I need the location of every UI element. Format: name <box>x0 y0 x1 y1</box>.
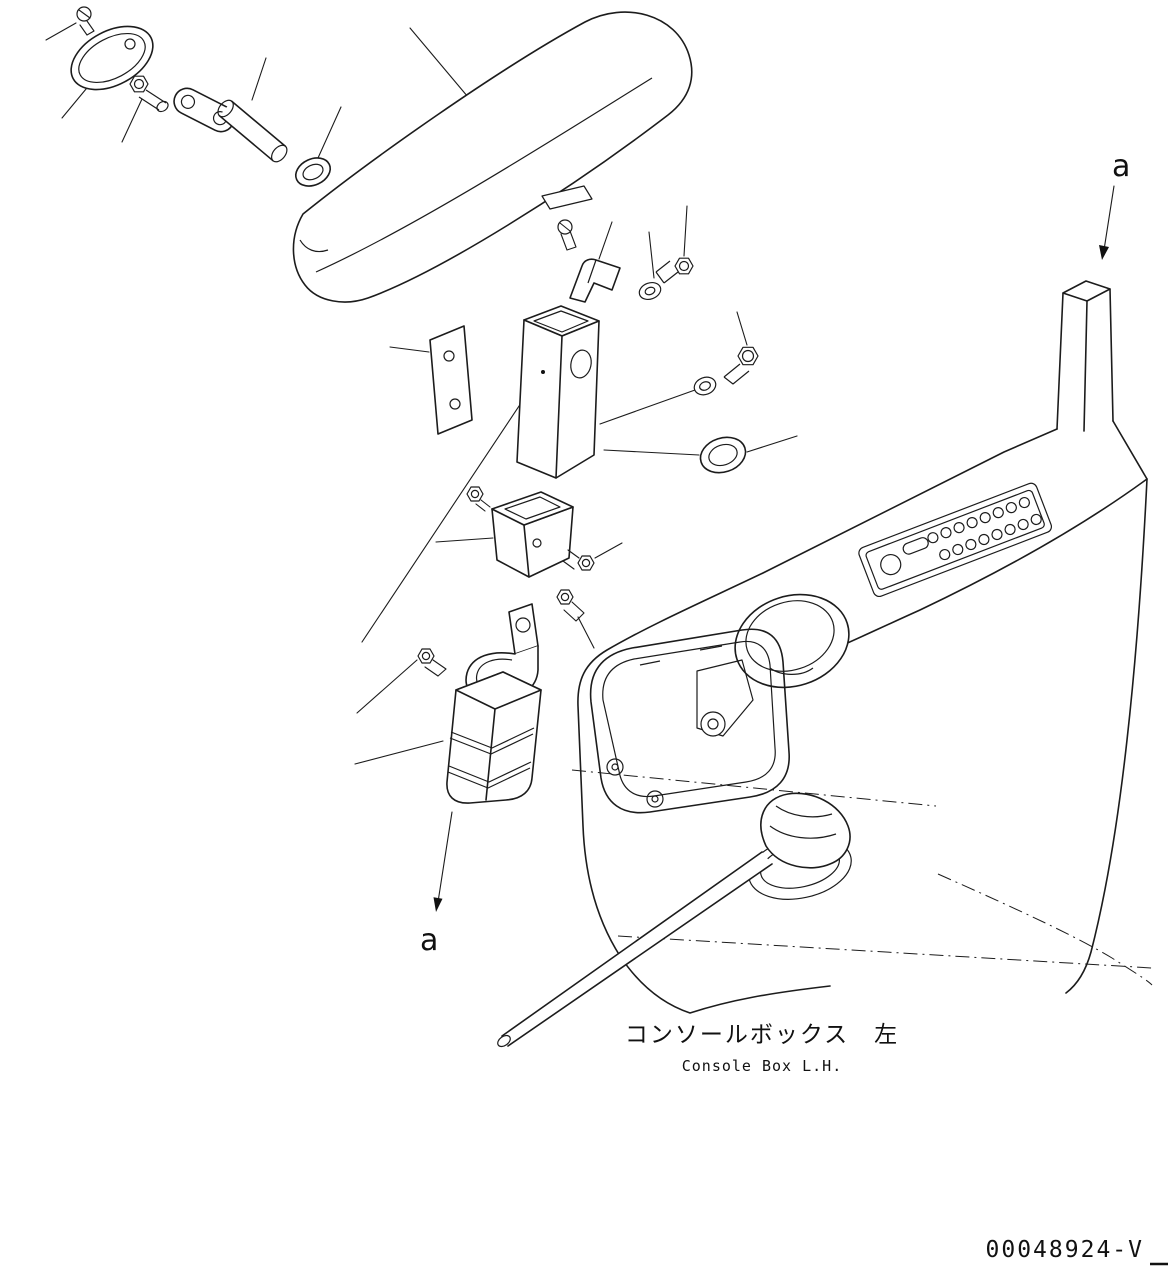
hinge-pin-part <box>217 99 288 163</box>
slide-stack-part <box>446 671 542 804</box>
caption-block: コンソールボックス 左 Console Box L.H. <box>625 1022 899 1075</box>
lever-boot <box>748 792 852 900</box>
part-number: 00048924-V <box>986 1237 1144 1263</box>
washer-ring-part <box>294 157 332 187</box>
caption-japanese: コンソールボックス 左 <box>625 1022 899 1048</box>
spring-clip-part <box>569 258 621 303</box>
detail-arrow-bottom: a <box>420 811 453 958</box>
side-washer-part <box>693 376 717 396</box>
panel-buttons-row-2 <box>939 513 1042 561</box>
leader-lines <box>45 22 798 765</box>
armrest-pad-part <box>292 11 693 303</box>
console-post <box>1056 280 1114 432</box>
hatch-recess <box>589 628 790 814</box>
detail-marker-top-label: a <box>1112 149 1130 184</box>
exploded-parts <box>70 6 759 804</box>
socket-bracket-part <box>466 486 595 578</box>
clip-washer-part <box>638 281 662 301</box>
detail-marker-bottom-label: a <box>420 923 438 958</box>
side-bolt-part <box>723 346 759 385</box>
cap-bolt-part <box>129 75 169 113</box>
panel-buttons-row-1 <box>927 496 1030 544</box>
center-lines <box>571 769 1153 986</box>
detail-arrow-top: a <box>1099 149 1130 260</box>
end-cap-part <box>70 6 154 91</box>
large-ring-part <box>699 436 747 474</box>
caption-english: Console Box L.H. <box>682 1057 843 1075</box>
console-box <box>497 280 1153 1048</box>
mount-plate-part <box>429 325 473 435</box>
part-number-block: 00048924-V <box>986 1237 1168 1266</box>
console-outline <box>577 420 1148 1014</box>
lower-screw-part <box>556 589 585 622</box>
control-rod <box>497 851 773 1048</box>
dial-knob <box>734 593 850 689</box>
pivot-post-part <box>516 305 600 479</box>
shim-plate-part <box>541 185 593 251</box>
clip-bolt-part <box>655 257 694 284</box>
small-bolt-part <box>417 648 447 677</box>
control-panel <box>858 482 1053 598</box>
